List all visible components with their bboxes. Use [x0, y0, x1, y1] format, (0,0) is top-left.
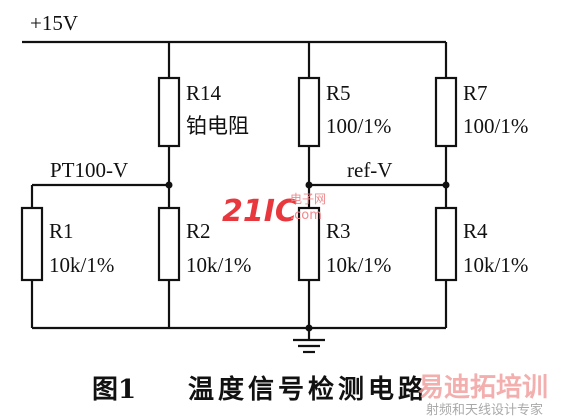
- r14-value: 铂电阻: [186, 114, 249, 138]
- r2-name: R2: [186, 219, 211, 243]
- supply-label: +15V: [30, 11, 78, 35]
- r7-value: 100/1%: [463, 114, 528, 138]
- resistor-r2: [157, 206, 181, 282]
- r4-value: 10k/1%: [463, 253, 528, 277]
- watermark-logo-main: 21IC: [222, 194, 297, 229]
- watermark-21ic-logo: 21IC 电子网 .com: [222, 192, 326, 229]
- r4-name: R4: [463, 219, 488, 243]
- watermark-brand: 易迪拓培训: [418, 373, 548, 403]
- watermark-logo-sub: 电子网: [290, 192, 326, 206]
- r5-name: R5: [326, 81, 351, 105]
- r3-value: 10k/1%: [326, 253, 391, 277]
- r2-value: 10k/1%: [186, 253, 251, 277]
- ref-node-label: ref-V: [347, 158, 392, 182]
- figure-title: 温度信号检测电路: [188, 374, 428, 405]
- resistor-r7: [434, 76, 458, 148]
- ground-icon: [293, 328, 325, 354]
- r7-name: R7: [463, 81, 488, 105]
- r5-value: 100/1%: [326, 114, 391, 138]
- pt100-node-label: PT100-V: [50, 158, 128, 182]
- r1-value: 10k/1%: [49, 253, 114, 277]
- watermark-logo-domain: .com: [290, 208, 322, 223]
- r1-name: R1: [49, 219, 74, 243]
- resistor-r4: [434, 206, 458, 282]
- r14-name: R14: [186, 81, 222, 105]
- pt100-junction: [165, 181, 173, 189]
- resistor-r1: [20, 206, 44, 282]
- ref-junction-left: [305, 181, 313, 189]
- ref-junction-right: [442, 181, 450, 189]
- r3-name: R3: [326, 219, 351, 243]
- resistor-r14: [157, 76, 181, 148]
- watermark-slogan: 射频和天线设计专家: [426, 402, 543, 418]
- resistor-r5: [297, 76, 321, 148]
- figure-number: 图1: [92, 375, 136, 405]
